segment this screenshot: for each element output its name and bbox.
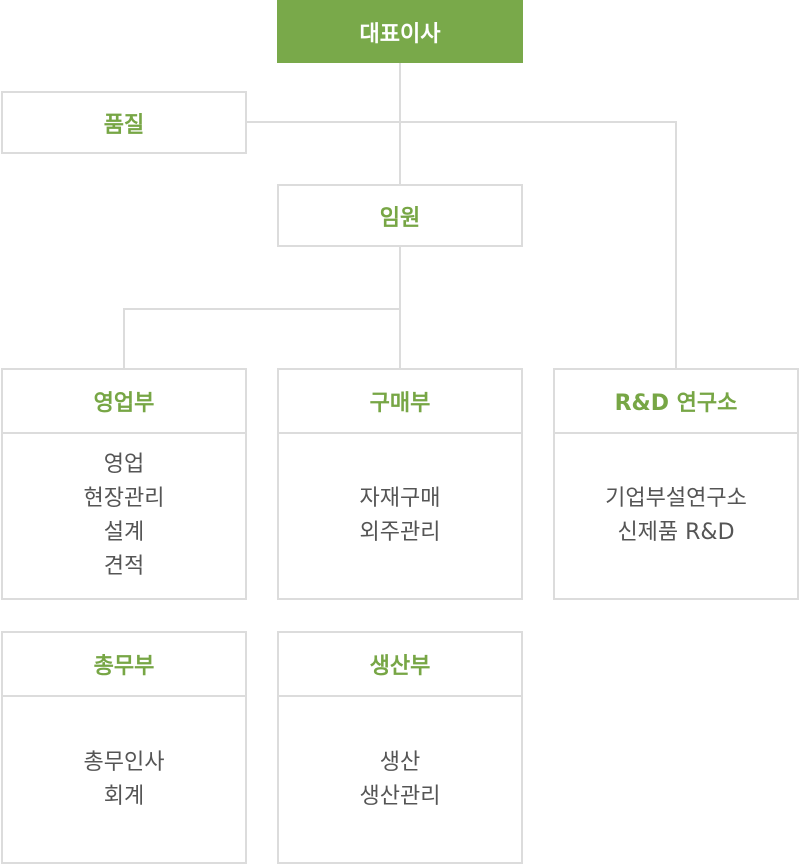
purchasing-dept-box: 구매부 자재구매 외주관리 [277,368,523,600]
general-affairs-dept-box: 총무부 총무인사 회계 [1,631,247,864]
dept-item: 생산관리 [359,783,441,809]
production-dept-box: 생산부 생산 생산관리 [277,631,523,864]
rnd-dept-items: 기업부설연구소 신제품 R&D [555,434,797,598]
quality-box: 품질 [1,91,247,154]
general-affairs-dept-title: 총무부 [3,633,245,697]
ceo-label: 대표이사 [359,21,441,47]
dept-item: 신제품 R&D [617,520,735,545]
quality-label: 품질 [103,112,145,138]
production-dept-title: 생산부 [279,633,521,697]
executive-label: 임원 [379,205,421,231]
dept-item: 기업부설연구소 [605,486,747,511]
sales-dept-items: 영업 현장관리 설계 견적 [3,434,245,598]
dept-item: 견적 [103,554,145,579]
purchasing-dept-title: 구매부 [279,370,521,434]
sales-dept-title: 영업부 [3,370,245,434]
production-dept-items: 생산 생산관리 [279,697,521,862]
dept-item: 영업 [103,452,145,477]
dept-item: 총무인사 [83,749,165,775]
executive-to-sales-line [123,308,400,369]
executive-box: 임원 [277,184,523,247]
dept-item: 회계 [103,783,145,809]
sales-dept-box: 영업부 영업 현장관리 설계 견적 [1,368,247,600]
dept-item: 생산 [379,749,421,775]
dept-item: 외주관리 [359,520,441,545]
general-affairs-dept-items: 총무인사 회계 [3,697,245,862]
ceo-box: 대표이사 [277,0,523,63]
rnd-dept-title: R&D 연구소 [555,370,797,434]
dept-item: 자재구매 [359,486,441,511]
dept-item: 현장관리 [83,486,165,511]
purchasing-dept-items: 자재구매 외주관리 [279,434,521,598]
dept-item: 설계 [103,520,145,545]
quality-to-rnd-line [246,121,677,369]
rnd-dept-box: R&D 연구소 기업부설연구소 신제품 R&D [553,368,799,600]
